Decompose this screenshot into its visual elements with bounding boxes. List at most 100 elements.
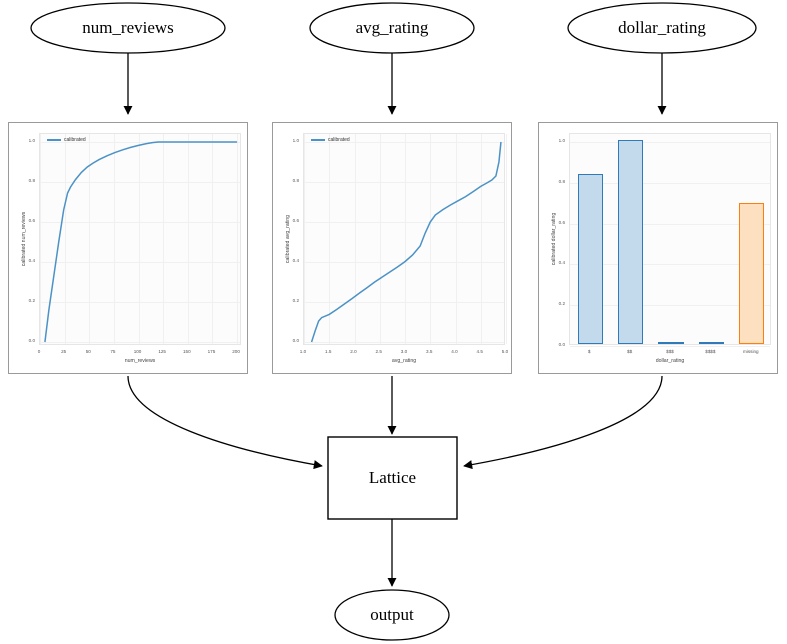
gridline-horizontal [40, 142, 240, 143]
gridline-horizontal [570, 346, 770, 347]
bar-DD[interactable] [618, 140, 644, 344]
gridline-vertical [187, 134, 189, 344]
node-lattice-shape[interactable] [327, 436, 458, 520]
node-avg-rating[interactable]: avg_rating [309, 2, 475, 54]
y-tick-label: 0.6 [28, 218, 35, 223]
x-tick-label: 4.0 [451, 349, 458, 354]
legend-label: calibrated [64, 137, 86, 143]
x-tick-label: 3.5 [426, 349, 433, 354]
gridline-horizontal [40, 182, 240, 183]
plot-area-avg-rating-calibrator [303, 133, 507, 345]
gridline-horizontal [570, 264, 770, 266]
x-tick-label: 2.5 [375, 349, 382, 354]
y-tick-label: 1.0 [558, 138, 565, 144]
y-tick-label: 0.4 [28, 258, 35, 263]
gridline-horizontal [570, 223, 770, 225]
gridline-vertical [480, 134, 482, 344]
x-tick-label: 25 [61, 349, 67, 354]
gridline-horizontal [570, 182, 770, 184]
x-tick-label: 175 [207, 349, 216, 354]
gridline-vertical [354, 134, 356, 344]
x-tick-label: missing [743, 349, 759, 354]
node-dollar-rating-shape[interactable] [567, 2, 757, 54]
node-avg-rating-shape[interactable] [309, 2, 475, 54]
series-layer-avg-rating-calibrator [310, 141, 502, 343]
x-tick-label: 5.0 [501, 349, 509, 354]
node-num-reviews-label: num_reviews [82, 18, 174, 37]
y-tick-label: 0.8 [292, 178, 299, 183]
gridline-vertical [405, 134, 406, 344]
x-axis-label-dollar-rating-calibrator: dollar_rating [655, 358, 685, 364]
gridline-horizontal [304, 222, 504, 223]
x-tick-label: 3.0 [400, 349, 408, 354]
y-tick-label: 0.8 [558, 178, 565, 184]
y-tick-label: 0.6 [558, 219, 565, 225]
y-axis-label-avg-rating-calibrator: calibrated avg_rating [285, 214, 291, 264]
bar-DDDD[interactable] [698, 342, 724, 344]
bar-D[interactable] [577, 173, 603, 344]
x-axis-label-num-reviews-calibrator: num_reviews [124, 358, 156, 364]
x-tick-label: $$$ [666, 349, 674, 354]
gridline-vertical [40, 134, 41, 344]
gridline-vertical [329, 134, 331, 344]
node-lattice[interactable]: Lattice [327, 436, 458, 520]
node-lattice-label: Lattice [369, 468, 416, 487]
gridline-vertical [430, 134, 432, 344]
x-tick-label: 1.0 [299, 349, 307, 354]
gridline-vertical [304, 134, 305, 344]
node-num-reviews-shape[interactable] [30, 2, 226, 54]
gridline-horizontal [304, 142, 504, 143]
x-tick-label: 0 [37, 349, 41, 354]
y-tick-label: 1.0 [28, 138, 35, 143]
plot-area-dollar-rating-calibrator [569, 133, 771, 347]
node-output-shape[interactable] [334, 589, 450, 641]
gridline-vertical [379, 134, 381, 344]
gridline-vertical [212, 134, 214, 344]
edge-chart-num-reviews-to-lattice [127, 375, 323, 470]
legend-swatch [311, 139, 325, 141]
gridline-vertical [163, 134, 165, 344]
plot-area-num-reviews-calibrator [39, 133, 241, 345]
series-line-calibrated [44, 141, 238, 343]
x-tick-label: 2.0 [350, 349, 357, 354]
y-axis-label-num-reviews-calibrator: calibrated num_reviews [21, 211, 27, 267]
gridline-horizontal [304, 342, 504, 343]
x-axis-label-avg-rating-calibrator: avg_rating [391, 358, 417, 364]
y-tick-label: 0.4 [292, 258, 299, 263]
y-tick-label: 0.2 [292, 298, 299, 303]
y-tick-label: 0.0 [292, 338, 299, 343]
gridline-horizontal [40, 302, 240, 303]
y-axis-label-dollar-rating-calibrator: calibrated dollar_rating [551, 212, 557, 266]
y-tick-label: 0.0 [558, 342, 565, 347]
node-avg-rating-label: avg_rating [356, 18, 429, 37]
y-tick-label: 0.2 [28, 298, 35, 303]
x-tick-label: 100 [133, 349, 142, 354]
node-num-reviews[interactable]: num_reviews [30, 2, 226, 54]
bar-missing[interactable] [739, 203, 765, 344]
gridline-horizontal [570, 305, 770, 307]
y-tick-label: 1.0 [292, 138, 299, 143]
x-tick-label: 75 [110, 349, 116, 354]
gridline-vertical [455, 134, 457, 344]
bar-DDD[interactable] [658, 341, 684, 344]
x-tick-label: $ [587, 349, 591, 354]
x-tick-label: $$ [627, 349, 633, 354]
node-output[interactable]: output [334, 589, 450, 641]
x-tick-label: 50 [85, 349, 91, 354]
gridline-horizontal [304, 182, 504, 183]
gridline-vertical [89, 134, 91, 344]
node-dollar-rating-label: dollar_rating [618, 18, 706, 37]
x-tick-label: 4.5 [476, 349, 483, 354]
gridline-horizontal [40, 262, 240, 263]
y-tick-label: 0.6 [292, 218, 299, 223]
node-dollar-rating[interactable]: dollar_rating [567, 2, 757, 54]
y-tick-label: 0.2 [558, 301, 565, 307]
series-line-calibrated [310, 141, 502, 343]
node-output-label: output [370, 605, 414, 624]
edge-chart-dollar-rating-to-lattice [463, 375, 663, 470]
